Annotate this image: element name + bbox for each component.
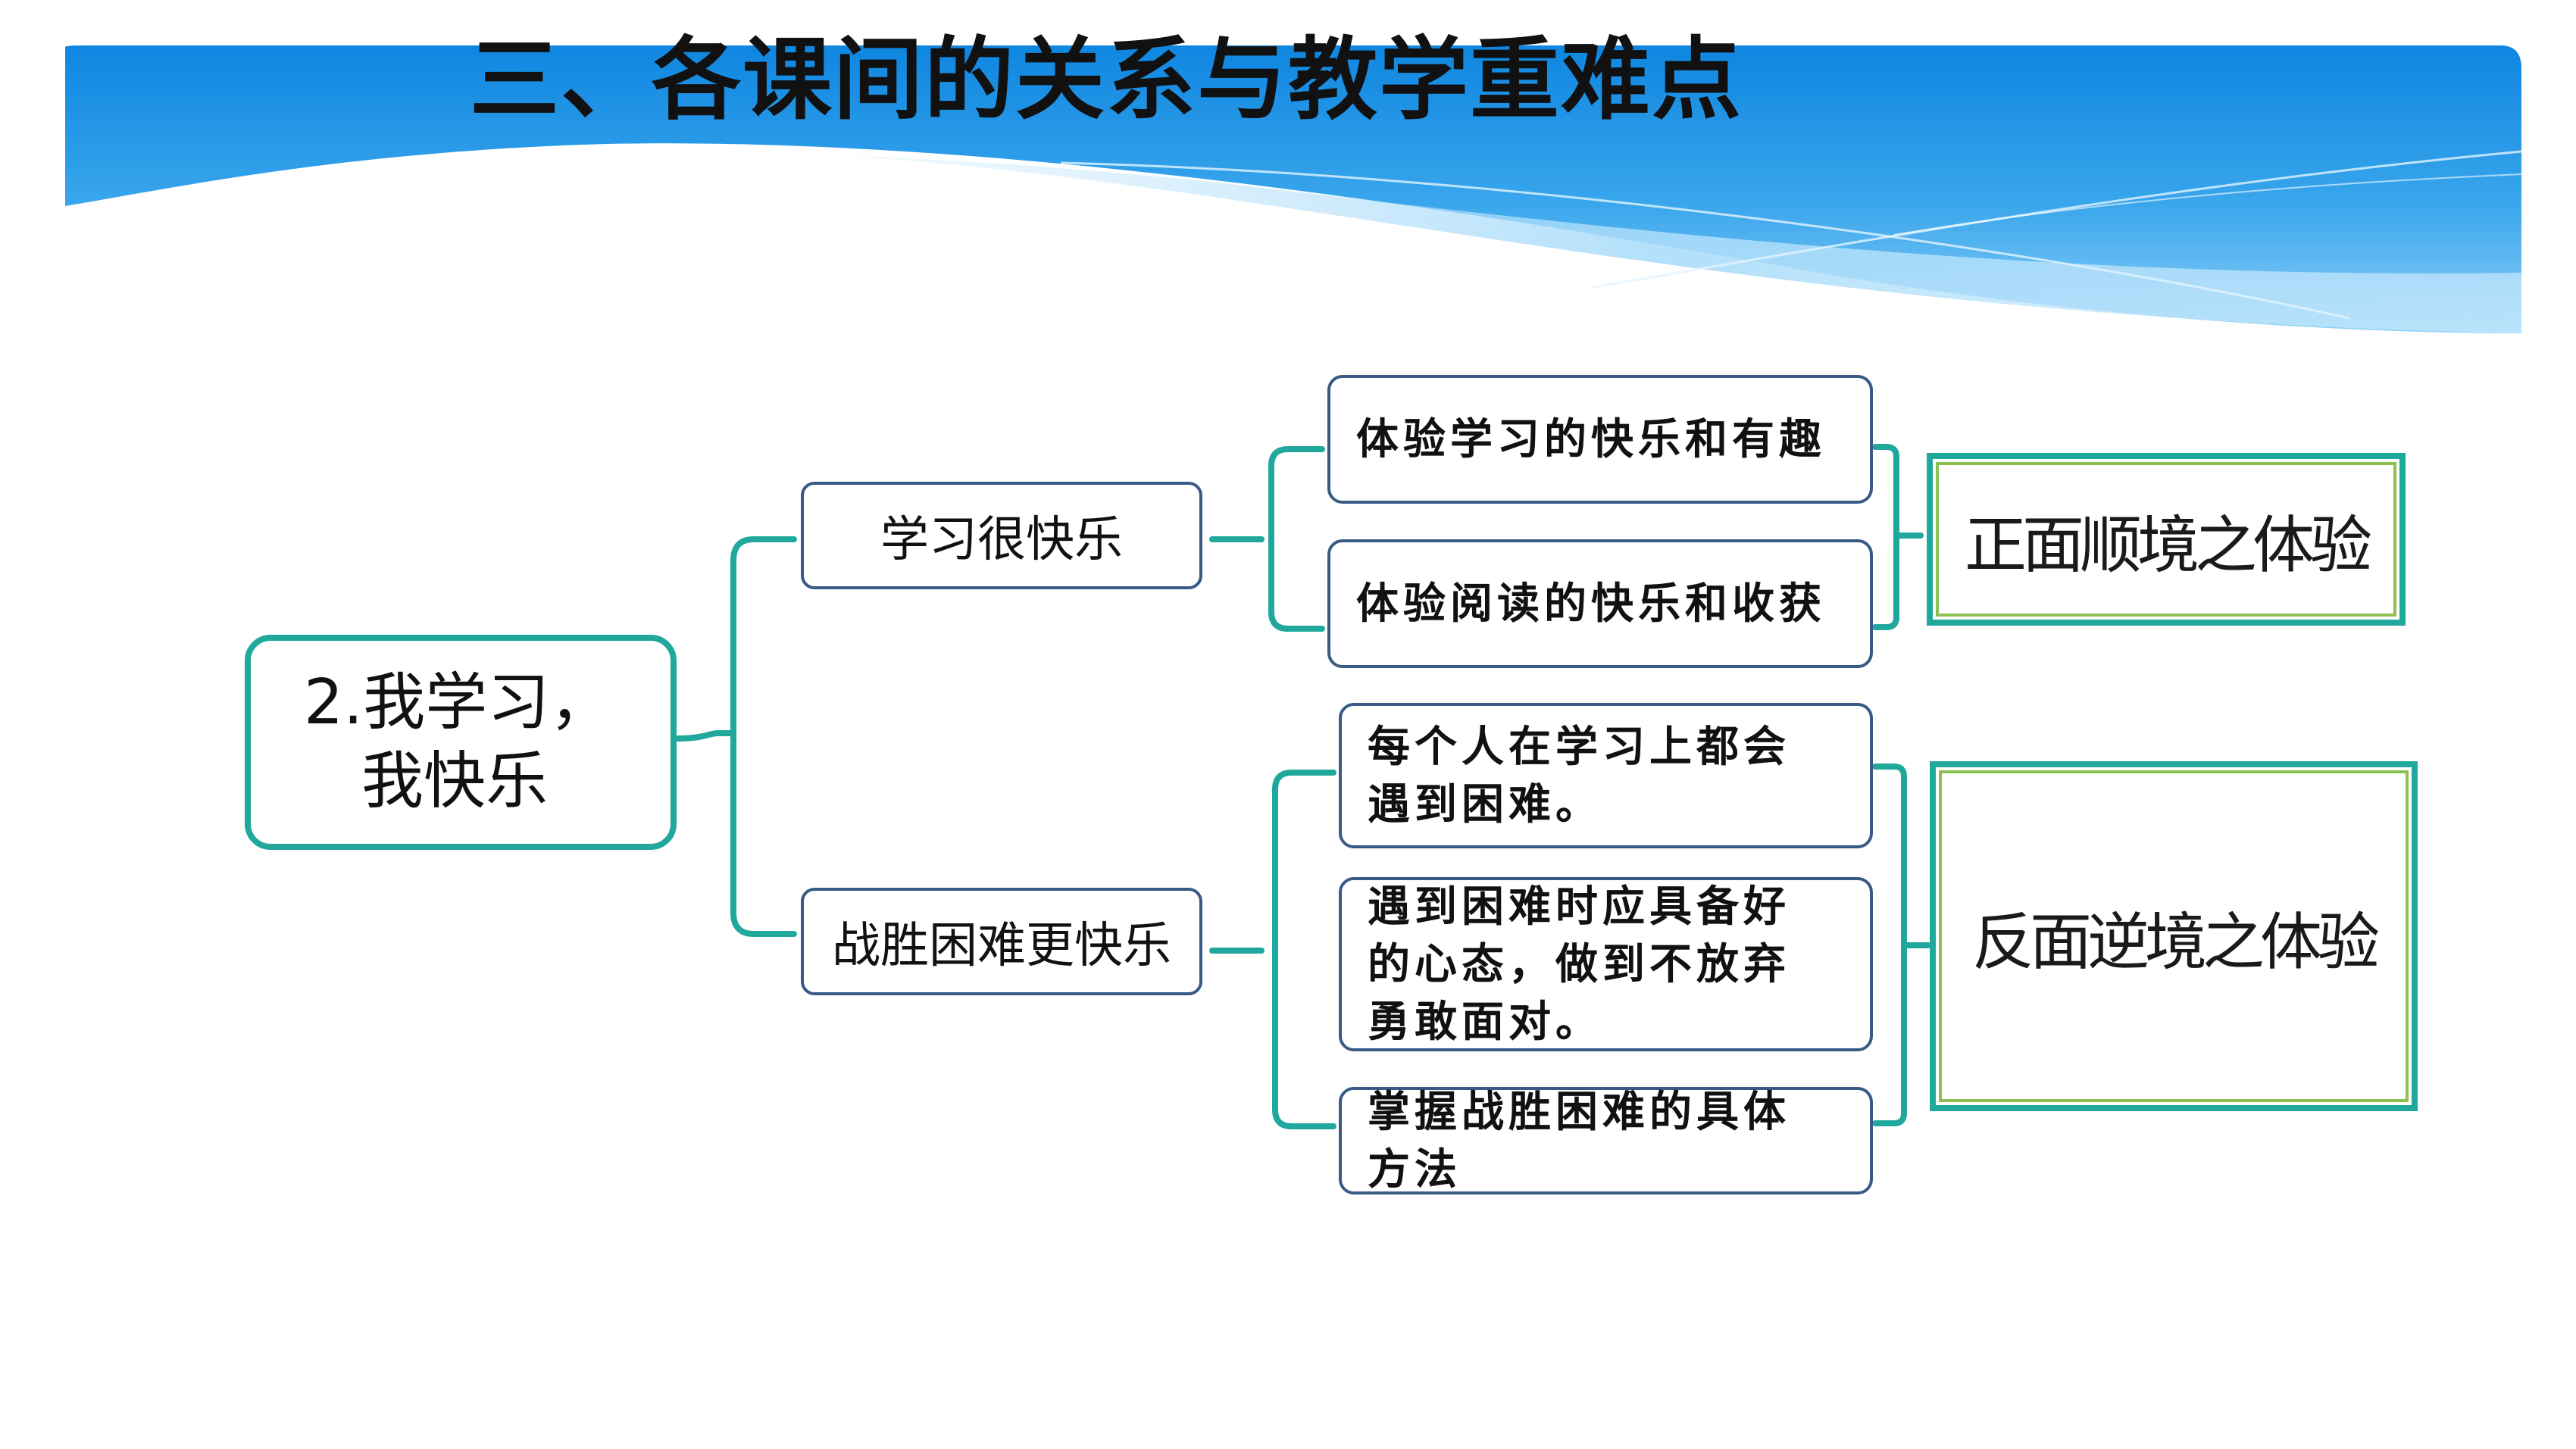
leaf-text: 每个人在学习上都会 遇到困难。 (1368, 722, 1790, 829)
leaf-node: 体验学习的快乐和有趣 (1327, 375, 1873, 504)
experience-box-positive: 正面顺境之体验 (1927, 453, 2406, 626)
branch1-bracket (1268, 446, 1325, 632)
branch-node-learning-happy: 学习很快乐 (801, 482, 1202, 589)
leaf-node: 遇到困难时应具备好 的心态，做到不放弃 勇敢面对。 (1339, 877, 1873, 1051)
experience1-bracket (1872, 444, 1899, 630)
leaf-node: 每个人在学习上都会 遇到困难。 (1339, 703, 1873, 848)
header-banner (65, 45, 2522, 333)
branch-node-overcome-difficulty: 战胜困难更快乐 (801, 888, 1202, 995)
root-connector (674, 730, 721, 742)
experience2-bracket (1872, 764, 1907, 1126)
leaf-node: 体验阅读的快乐和收获 (1327, 539, 1873, 668)
root-bracket (730, 536, 797, 937)
leaf-text: 掌握战胜困难的具体 方法 (1368, 1087, 1790, 1194)
experience-label: 反面逆境之体验 (1971, 906, 2380, 979)
leaf-text: 体验学习的快乐和有趣 (1356, 414, 1826, 464)
experience-label: 正面顺境之体验 (1964, 509, 2372, 582)
page-title: 三、各课间的关系与教学重难点 (470, 27, 1743, 132)
root-label-line1: 2.我学习， (304, 667, 612, 739)
experience-box-negative: 反面逆境之体验 (1930, 761, 2418, 1111)
branch2-bracket (1272, 770, 1336, 1129)
leaf-node: 掌握战胜困难的具体 方法 (1339, 1087, 1873, 1194)
root-node: 2.我学习， 我快乐 (245, 635, 677, 850)
leaf-text: 遇到困难时应具备好 的心态，做到不放弃 勇敢面对。 (1368, 882, 1790, 1047)
root-label-line2: 我快乐 (361, 745, 549, 817)
leaf-text: 体验阅读的快乐和收获 (1356, 579, 1826, 629)
